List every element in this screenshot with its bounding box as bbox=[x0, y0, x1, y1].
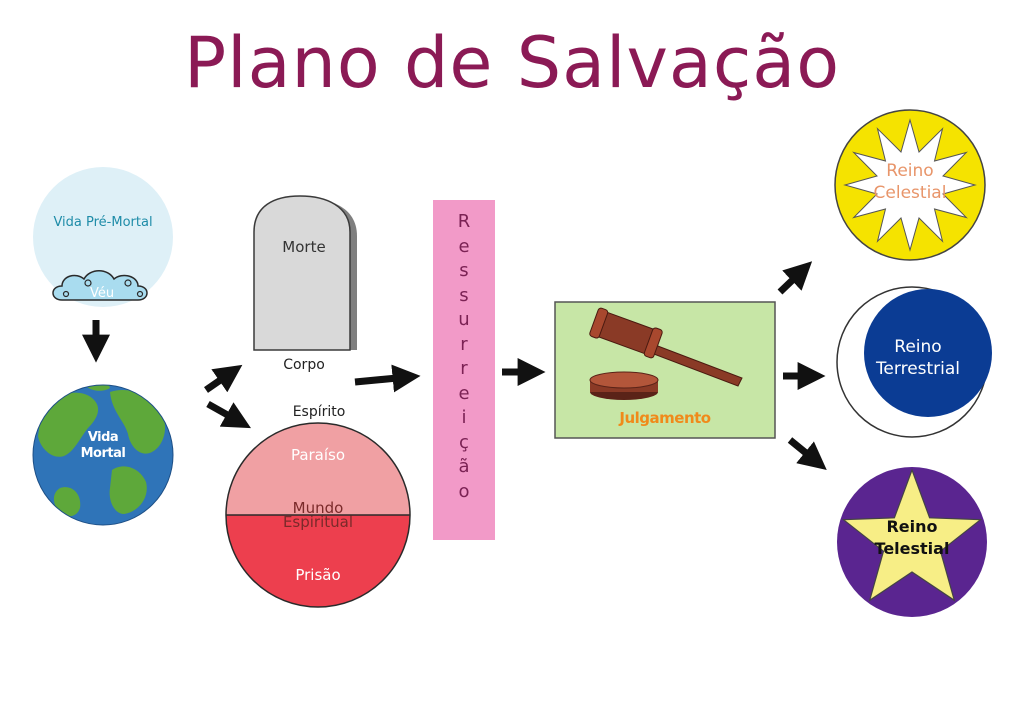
telestial-kingdom-label: Reino Telestial bbox=[852, 516, 972, 560]
celestial-sun-icon bbox=[834, 109, 986, 261]
terrestrial-kingdom-label: Reino Terrestrial bbox=[858, 336, 978, 380]
tombstone-icon bbox=[253, 195, 357, 351]
resurrection-letter: s bbox=[459, 260, 469, 281]
resurrection-letter: e bbox=[458, 382, 470, 404]
spirit-label: Espírito bbox=[292, 404, 346, 420]
resurrection-letter: s bbox=[459, 284, 469, 306]
arrow-mortal-to-body bbox=[204, 364, 243, 393]
arrow-to-telestial bbox=[787, 437, 827, 470]
resurrection-letter: i bbox=[461, 407, 467, 428]
terrestrial-line1: Reino bbox=[894, 337, 942, 357]
arrow-to-celestial bbox=[777, 261, 813, 295]
spirit-world-label-line1: Mundo bbox=[292, 499, 344, 517]
terrestrial-moon-icon bbox=[836, 286, 992, 438]
celestial-kingdom-label: Reino Celestial bbox=[850, 160, 970, 204]
judgment-label: Julgamento bbox=[619, 409, 711, 427]
arrow-mortal-to-spirit bbox=[206, 400, 251, 429]
page-title: Plano de Salvação bbox=[183, 22, 841, 104]
resurrection-letter: o bbox=[458, 480, 470, 502]
resurrection-bar bbox=[433, 200, 495, 540]
celestial-line1: Reino bbox=[886, 161, 934, 181]
mortal-life-line1: Vida bbox=[87, 430, 119, 445]
telestial-line2: Telestial bbox=[874, 539, 950, 558]
resurrection-letter: ç bbox=[459, 431, 469, 453]
death-label: Morte bbox=[282, 238, 326, 256]
prison-label: Prisão bbox=[295, 566, 341, 584]
judgment-box bbox=[554, 301, 776, 439]
resurrection-letter: r bbox=[460, 358, 468, 379]
celestial-line2: Celestial bbox=[873, 183, 947, 203]
mortal-life-label: Vida Mortal bbox=[63, 430, 143, 462]
premortal-life-circle bbox=[33, 167, 173, 307]
gavel-icon bbox=[589, 307, 743, 400]
resurrection-letter: R bbox=[457, 211, 471, 232]
telestial-star-icon bbox=[837, 467, 987, 617]
body-label: Corpo bbox=[283, 357, 325, 373]
spirit-world-label-line2: Espiritual bbox=[282, 513, 354, 531]
resurrection-letter: ã bbox=[458, 456, 470, 477]
veil-label: Véu bbox=[89, 286, 115, 301]
resurrection-letter: r bbox=[460, 333, 468, 355]
terrestrial-line2: Terrestrial bbox=[875, 359, 961, 379]
earth-globe-icon bbox=[32, 384, 174, 526]
paradise-label: Paraíso bbox=[290, 446, 346, 464]
premortal-life-label: Vida Pré-Mortal bbox=[53, 215, 153, 230]
arrow-body-to-resurrection bbox=[354, 364, 421, 393]
veil-cloud-icon bbox=[52, 270, 148, 301]
mortal-life-line2: Mortal bbox=[80, 446, 126, 461]
telestial-line1: Reino bbox=[886, 517, 938, 536]
resurrection-letter: u bbox=[458, 309, 470, 330]
resurrection-letter: e bbox=[458, 235, 470, 257]
